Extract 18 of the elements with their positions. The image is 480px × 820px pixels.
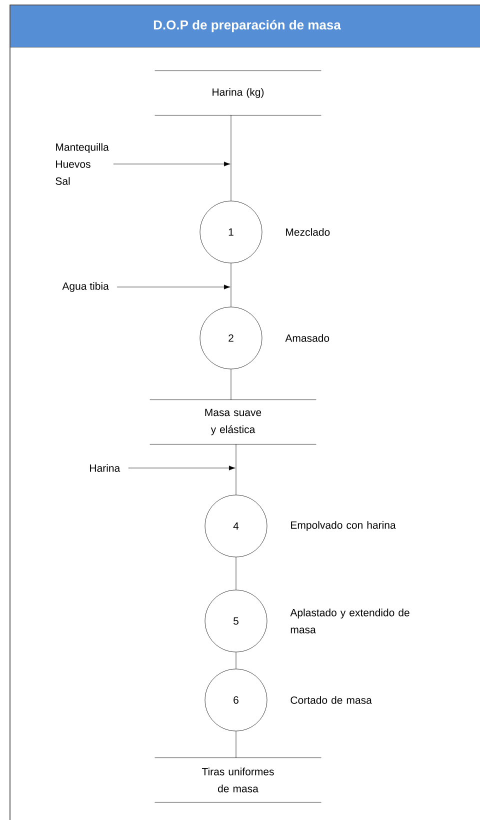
flow-line	[230, 369, 232, 400]
input-label: Agua tibia	[62, 282, 109, 292]
material-band: Harina (kg)	[154, 70, 322, 116]
flow-line	[230, 115, 232, 201]
title-bar: D.O.P de preparación de masa	[10, 5, 480, 48]
flow-line	[230, 263, 232, 307]
operation-label: Cortado de masa	[290, 696, 372, 704]
material-band: Masa suave y elástica	[150, 400, 316, 444]
arrow	[116, 284, 230, 290]
arrow	[113, 162, 230, 166]
operation-label: Empolvado con harina	[291, 521, 396, 531]
operation-label: Mezclado	[286, 228, 330, 236]
operation-label: Amasado	[285, 334, 330, 342]
arrow	[128, 466, 236, 470]
input-label: Mantequilla Huevos Sal	[56, 143, 109, 185]
input-label: Harina	[90, 464, 120, 472]
operation-label: Aplastado y extendido de masa	[290, 608, 410, 634]
material-band: Tiras uniformes de masa	[154, 758, 322, 802]
